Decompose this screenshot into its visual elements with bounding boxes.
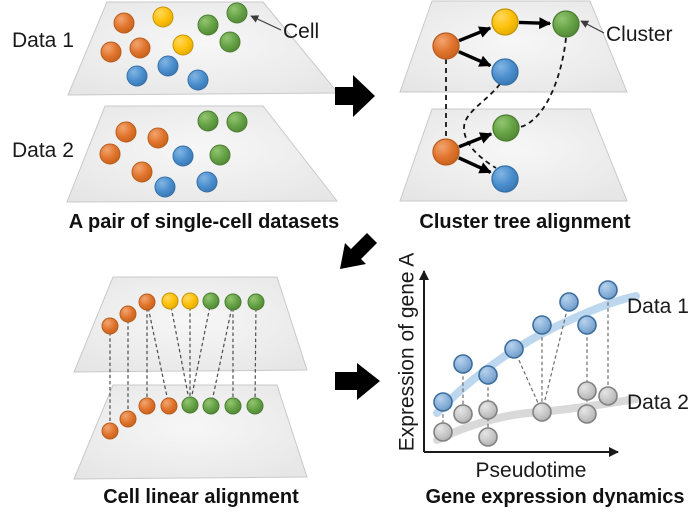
cell-dot-green (197, 14, 219, 36)
cluster-annotation-label: Cluster (606, 23, 673, 46)
cell-dot-orange (100, 41, 122, 63)
aligned-cell-top-orange (138, 293, 156, 311)
cluster-tree-edge (458, 26, 492, 43)
cluster-plane-bottom (399, 108, 628, 202)
expression-dot-data-2 (598, 386, 618, 406)
aligned-cell-top-orange (101, 317, 119, 335)
aligned-cell-bottom-orange (101, 422, 119, 440)
cluster-tree-edge (458, 50, 492, 68)
aligned-cell-bottom-green (224, 397, 242, 415)
expression-dot-data-2 (478, 400, 498, 420)
cluster-tree-edge (518, 17, 552, 30)
cluster-panel-title: Cluster tree alignment (419, 211, 631, 233)
expression-pair-link (513, 348, 543, 413)
aligned-cell-top-yellow (161, 292, 179, 310)
expression-dot-data-1 (532, 315, 552, 335)
cell-dot-orange (131, 161, 153, 183)
expression-dot-data-2 (433, 422, 453, 442)
cell-alignment-link (254, 301, 257, 407)
cluster-node-blue (491, 165, 519, 193)
cell-alignment-link (146, 301, 170, 407)
cell-dot-orange (129, 37, 151, 59)
aligned-cell-bottom-green (181, 396, 199, 414)
expression-dot-data-2 (577, 381, 597, 401)
cell-dot-blue (172, 145, 194, 167)
dynamics-panel-title: Gene expression dynamics (425, 486, 685, 508)
cluster-node-orange (432, 32, 460, 60)
cluster-tree-edge (458, 132, 493, 149)
expression-dot-data-2 (453, 404, 473, 424)
cell-pointer-arrow (250, 15, 282, 31)
arrow-datasets-to-cluster (335, 75, 375, 117)
expression-dot-data-1 (577, 315, 597, 335)
cell-dot-green (226, 2, 248, 24)
cell-dot-blue (157, 55, 179, 77)
chart-data1-label: Data 1 (627, 295, 689, 318)
aligned-cell-bottom-orange (160, 397, 178, 415)
aligned-cell-top-yellow (181, 292, 199, 310)
expression-dot-data-1 (504, 339, 524, 359)
cell-dot-orange (115, 121, 137, 143)
cell-dot-green (226, 111, 248, 133)
cluster-node-green (492, 114, 520, 142)
expression-dot-data-2 (532, 402, 552, 422)
linear-panel-title: Cell linear alignment (103, 486, 299, 508)
cluster-node-blue (491, 58, 519, 86)
cell-dot-green (197, 110, 219, 132)
aligned-cell-top-orange (119, 305, 137, 323)
x-axis-label: Pseudotime (475, 459, 587, 482)
cell-dot-blue (196, 171, 218, 193)
expression-dot-data-2 (478, 427, 498, 447)
cluster-node-orange (432, 138, 460, 166)
cell-dot-orange (147, 127, 169, 149)
cell-alignment-link (169, 300, 191, 406)
data2-plane-label: Data 2 (12, 139, 74, 162)
expression-dot-data-1 (478, 365, 498, 385)
cluster-tree-edge (458, 156, 492, 174)
datasets-panel-title: A pair of single-cell datasets (68, 211, 340, 233)
aligned-cell-bottom-orange (119, 410, 137, 428)
cell-dot-blue (126, 65, 148, 87)
expression-dot-data-1 (433, 392, 453, 412)
cell-dot-orange (99, 143, 121, 165)
aligned-cell-top-green (247, 293, 265, 311)
cell-dot-blue (187, 69, 209, 91)
cell-alignment-link (189, 300, 212, 406)
cell-dot-yellow (152, 6, 174, 28)
aligned-cell-top-green (224, 293, 242, 311)
cluster-pointer-arrow (580, 20, 605, 34)
cluster-node-green (552, 10, 580, 38)
aligned-cell-bottom-orange (138, 397, 156, 415)
cell-alignment-link (210, 301, 234, 407)
chart-data2-label: Data 2 (627, 391, 689, 414)
cell-dot-blue (154, 176, 176, 198)
expression-dot-data-1 (453, 354, 473, 374)
cell-dot-orange (113, 12, 135, 34)
aligned-cell-bottom-green (246, 397, 264, 415)
cell-dot-green (219, 31, 241, 53)
arrow-cluster-to-linear (340, 233, 377, 269)
y-axis-label: Expression of gene A (395, 252, 419, 452)
arrow-linear-to-dynamics (335, 363, 380, 400)
cluster-correspondence-dashed (519, 37, 567, 128)
aligned-cell-bottom-green (202, 397, 220, 415)
expression-dot-data-1 (559, 292, 579, 312)
expression-dot-data-2 (577, 404, 597, 424)
cell-dot-green (209, 144, 231, 166)
expression-pair-link (541, 301, 570, 413)
aligned-cell-top-green (202, 292, 220, 310)
cell-dot-yellow (172, 34, 194, 56)
cell-annotation-label: Cell (283, 20, 320, 43)
expression-dot-data-1 (598, 280, 618, 300)
data1-plane-label: Data 1 (12, 29, 74, 52)
cluster-correspondence-dashed (463, 83, 501, 169)
cluster-node-yellow (491, 8, 519, 36)
